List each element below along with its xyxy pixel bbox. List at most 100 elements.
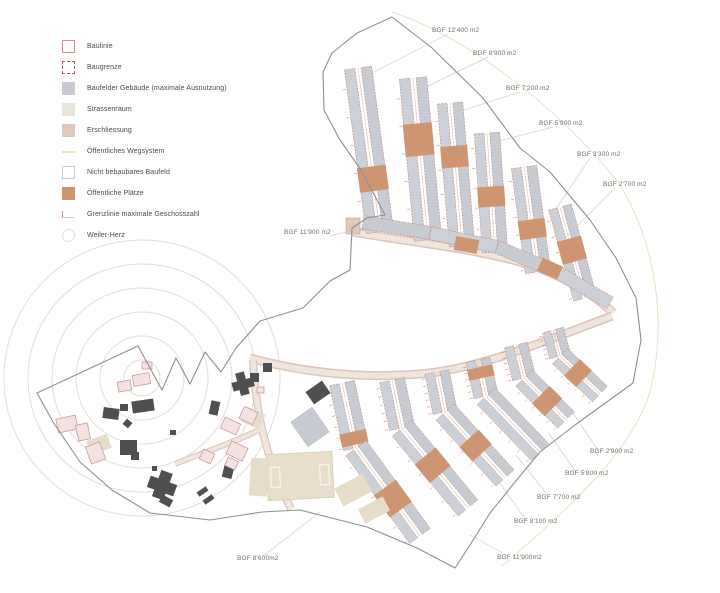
legend-item: Nicht bebaubares Baufeld <box>62 166 227 179</box>
legend-item-label: Öffentliche Plätze <box>87 190 144 197</box>
existing-building <box>102 406 120 421</box>
baufeld-strip <box>542 330 558 360</box>
baufeld-strip <box>339 428 369 448</box>
baufeld-strip <box>414 447 451 483</box>
legend-swatch-icon <box>62 229 75 242</box>
baufeld-strip <box>477 185 506 208</box>
site-boundary <box>36 16 642 569</box>
weiler-herz-ring <box>75 311 209 445</box>
baufeld-strip <box>361 215 432 240</box>
baufeld-strip <box>399 78 426 242</box>
building-row <box>539 326 571 360</box>
geschoss-tick <box>531 406 535 409</box>
existing-building <box>196 486 209 497</box>
legend-item: Weiler-Herz <box>62 229 227 242</box>
geschoss-tick <box>336 437 340 439</box>
geschoss-tick <box>421 379 425 381</box>
planned-building-outline <box>116 379 133 393</box>
legend-swatch-icon <box>62 40 75 53</box>
geschoss-tick <box>489 421 493 424</box>
existing-building <box>122 418 133 429</box>
geschoss-tick <box>378 396 382 398</box>
baufeld-strip <box>437 102 460 248</box>
bgf-area-label: BGF 11'900 m2 <box>284 229 331 236</box>
strassenraum-patch <box>248 457 270 497</box>
geschoss-tick <box>545 358 549 360</box>
geschoss-tick <box>567 382 571 385</box>
geschoss-tick <box>423 386 427 388</box>
baufeld-strip <box>459 429 492 462</box>
legend-item: Baugrenze <box>62 61 227 74</box>
geschoss-tick <box>428 413 432 415</box>
baufeld-strip <box>487 387 550 451</box>
geschoss-tick <box>381 412 385 414</box>
road-hub <box>345 217 361 235</box>
geschoss-tick <box>462 367 466 369</box>
planned-building-outline <box>238 405 259 426</box>
legend-item: Öffentliches Wegsystem <box>62 145 227 158</box>
baufeld-strip <box>466 364 495 381</box>
row-path-line <box>436 371 446 413</box>
legend-item: Grenzlinie maximale Geschosszahl <box>62 208 227 221</box>
geschoss-tick <box>469 397 473 399</box>
leader-line <box>547 431 577 473</box>
weiler-herz-ring <box>99 335 185 421</box>
bgf-area-label: BGF 8'600m2 <box>237 555 279 562</box>
building-row <box>476 387 550 462</box>
geschoss-tick <box>468 391 472 393</box>
bgf-area-label: BGF 11'900m2 <box>497 554 542 561</box>
existing-building <box>131 398 155 414</box>
baufeld-building <box>290 406 330 448</box>
weiler-herz-ring <box>123 359 161 397</box>
baufeld-strip <box>531 385 563 417</box>
legend-swatch-icon <box>62 145 75 158</box>
legend-swatch-icon <box>62 61 75 74</box>
row-path-line <box>449 102 463 247</box>
building-row <box>470 131 508 254</box>
baufeld-strip <box>439 369 458 412</box>
existing-building <box>250 373 259 382</box>
geschoss-tick <box>480 411 483 415</box>
geschoss-tick <box>526 459 529 462</box>
building-row <box>342 65 394 235</box>
geschoss-tick <box>396 446 400 449</box>
geschoss-tick <box>450 440 453 443</box>
leader-line <box>419 56 489 91</box>
weiler-herz-ring <box>51 287 233 469</box>
bgf-area-label: BGF 8'900 m2 <box>473 50 517 57</box>
weiler-herz-circles <box>3 239 281 517</box>
geschoss-tick <box>385 429 389 431</box>
planned-building-outline <box>224 456 239 471</box>
bgf-area-label: BGF 5'800 m2 <box>565 470 609 477</box>
strassenraum-patch <box>357 496 391 524</box>
building-row <box>552 347 608 404</box>
legend-item-label: Öffentliches Wegsystem <box>87 148 165 155</box>
legend-item: Öffentliche Plätze <box>62 187 227 200</box>
legend-swatch-icon <box>62 124 75 137</box>
strassenraum-patch <box>334 473 372 507</box>
row-path-line <box>412 77 429 241</box>
geschoss-tick <box>441 500 445 504</box>
geschoss-tick <box>507 440 511 443</box>
legend-item: Baulinie <box>62 40 227 53</box>
geschoss-tick <box>393 526 397 529</box>
planned-building-outline <box>84 441 107 465</box>
legend-item-label: Erschliessung <box>87 127 132 134</box>
geschoss-tick <box>524 399 528 402</box>
baufeld-strip <box>537 257 563 280</box>
geschoss-tick <box>541 344 545 347</box>
existing-building <box>120 440 137 455</box>
geschoss-tick <box>379 404 383 406</box>
geschoss-tick <box>546 420 549 424</box>
village-buildings <box>55 361 331 508</box>
legend-item-label: Grenzlinie maximale Geschosszahl <box>87 211 200 218</box>
geschoss-tick <box>540 340 544 342</box>
geschoss-tick <box>460 451 463 454</box>
geschoss-tick <box>508 379 512 382</box>
baufeld-strip <box>379 380 400 431</box>
bgf-area-label: BGF 12'400 m2 <box>432 27 480 34</box>
legend-swatch-icon <box>62 166 75 179</box>
geschoss-tick <box>505 368 509 370</box>
